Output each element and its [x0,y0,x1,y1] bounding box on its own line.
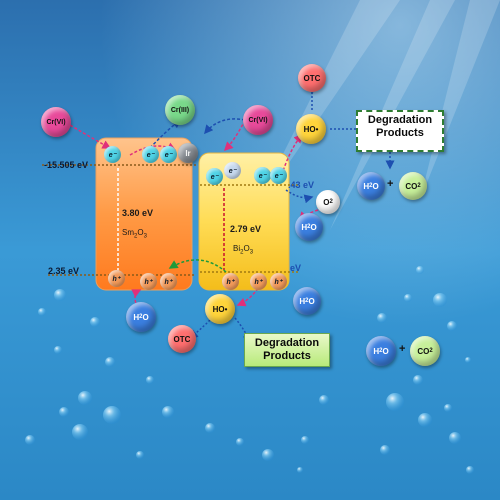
bi2o3-gap-label: 2.79 eV [230,224,262,234]
cb-bi2o3-label: .43 eV [288,180,315,190]
arrow-cr6-right-left [204,118,246,135]
plus-top: + [387,178,394,190]
vb-sm2o3-label: 2.35 eV [48,266,80,276]
hole: h⁺ [140,273,157,290]
cr3-species: Cr(III) [165,95,195,125]
hole: h⁺ [270,273,287,290]
sm2o3-name: Sm2O3 [122,228,147,240]
plus-bottom: + [399,343,406,355]
vb-bi2o3-label: eV [290,263,302,273]
sm2o3-block [95,137,193,291]
cr6-right-species: Cr(VI) [243,105,273,135]
hydroxyl-radical-top: HO• [296,114,326,144]
bi2o3-name: Bi2O3 [233,244,254,256]
hole: h⁺ [250,273,267,290]
arrow-cr6-left-to-electron [69,124,112,149]
degradation-products-top: Degradation Products [356,110,444,152]
sm2o3-gap-label: 3.80 eV [122,208,154,218]
hole: h⁺ [108,270,125,287]
electron: e⁻ [142,146,159,163]
degradation-products-bottom: Degradation Products [244,333,330,367]
electron: e⁻ [104,146,121,163]
bubbles [25,266,474,474]
cb-sm2o3-label: -15.505 eV [44,160,89,170]
hole: h⁺ [160,273,177,290]
otc-bottom-species: OTC [168,325,196,353]
electron: e⁻ [254,167,271,184]
electron: e⁻ [160,146,177,163]
hole: h⁺ [222,273,239,290]
bi2o3-block [198,152,290,291]
arrow-electron-to-o2 [285,189,314,204]
hydroxyl-radical-bottom: HO• [205,294,235,324]
cr6-left-species: Cr(VI) [41,107,71,137]
otc-top-species: OTC [298,64,326,92]
arrow-cr6-right-to-cb [223,119,246,152]
electron: e⁻ [206,168,223,185]
electron: e⁻ [270,167,287,184]
electron: e⁻ [224,162,241,179]
iridium-particle: Ir [178,143,198,163]
arrow-hole-transfer [168,259,227,273]
